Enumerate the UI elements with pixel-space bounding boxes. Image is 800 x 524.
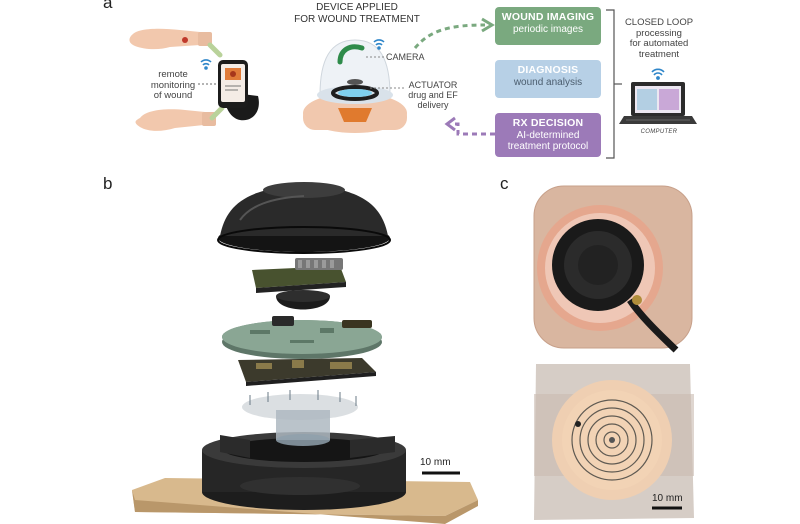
camera-label: CAMERA <box>386 52 425 62</box>
device-title-line2: FOR WOUND TREATMENT <box>294 14 420 25</box>
hand-icon <box>129 28 212 50</box>
cable-icon <box>627 298 679 353</box>
wound-imaging-subtitle: periodic images <box>512 24 584 35</box>
diagnosis-title: DIAGNOSIS <box>517 64 579 76</box>
computer-label: COMPUTER <box>640 129 678 135</box>
wifi-icon <box>651 68 665 80</box>
panel-c-letter: c <box>500 174 509 193</box>
rx-decision-box: RX DECISION AI-determined treatment prot… <box>495 113 601 157</box>
rx-decision-subtitle: AI-determined treatment protocol <box>507 130 589 152</box>
actuator-label-line2: drug and EF <box>408 90 458 100</box>
closed-loop-line4: treatment <box>638 48 680 60</box>
wound-imaging-title: WOUND IMAGING <box>501 11 595 23</box>
closed-loop-line3: for automated <box>629 38 689 49</box>
diagnosis-subtitle: wound analysis <box>513 77 583 88</box>
panel-c-scale-label: 10 mm <box>652 493 683 504</box>
actuator-label-line1: ACTUATOR <box>408 80 458 90</box>
remote-line2: monitoring <box>150 79 196 91</box>
panel-b-scale-label: 10 mm <box>420 457 451 468</box>
panel-a-letter: a <box>103 0 113 12</box>
wifi-icon <box>373 39 385 50</box>
device-title-line1: DEVICE APPLIED <box>316 2 398 13</box>
rx-decision-title: RX DECISION <box>512 117 584 129</box>
phone-icon <box>218 60 259 121</box>
closed-loop-line1: CLOSED LOOP <box>624 17 694 28</box>
actuator-label-line3: delivery <box>417 100 449 110</box>
panel-b-letter: b <box>103 174 113 193</box>
wifi-icon <box>200 59 212 70</box>
closed-loop-line2: processing <box>636 27 682 39</box>
wound-imaging-box: WOUND IMAGING periodic images <box>495 7 601 45</box>
diagnosis-box: DIAGNOSIS wound analysis <box>495 60 601 98</box>
remote-line3: of wound <box>153 90 193 101</box>
laptop-icon <box>619 82 697 124</box>
remote-line1: remote <box>158 69 188 80</box>
wound-device-icon <box>303 39 407 133</box>
